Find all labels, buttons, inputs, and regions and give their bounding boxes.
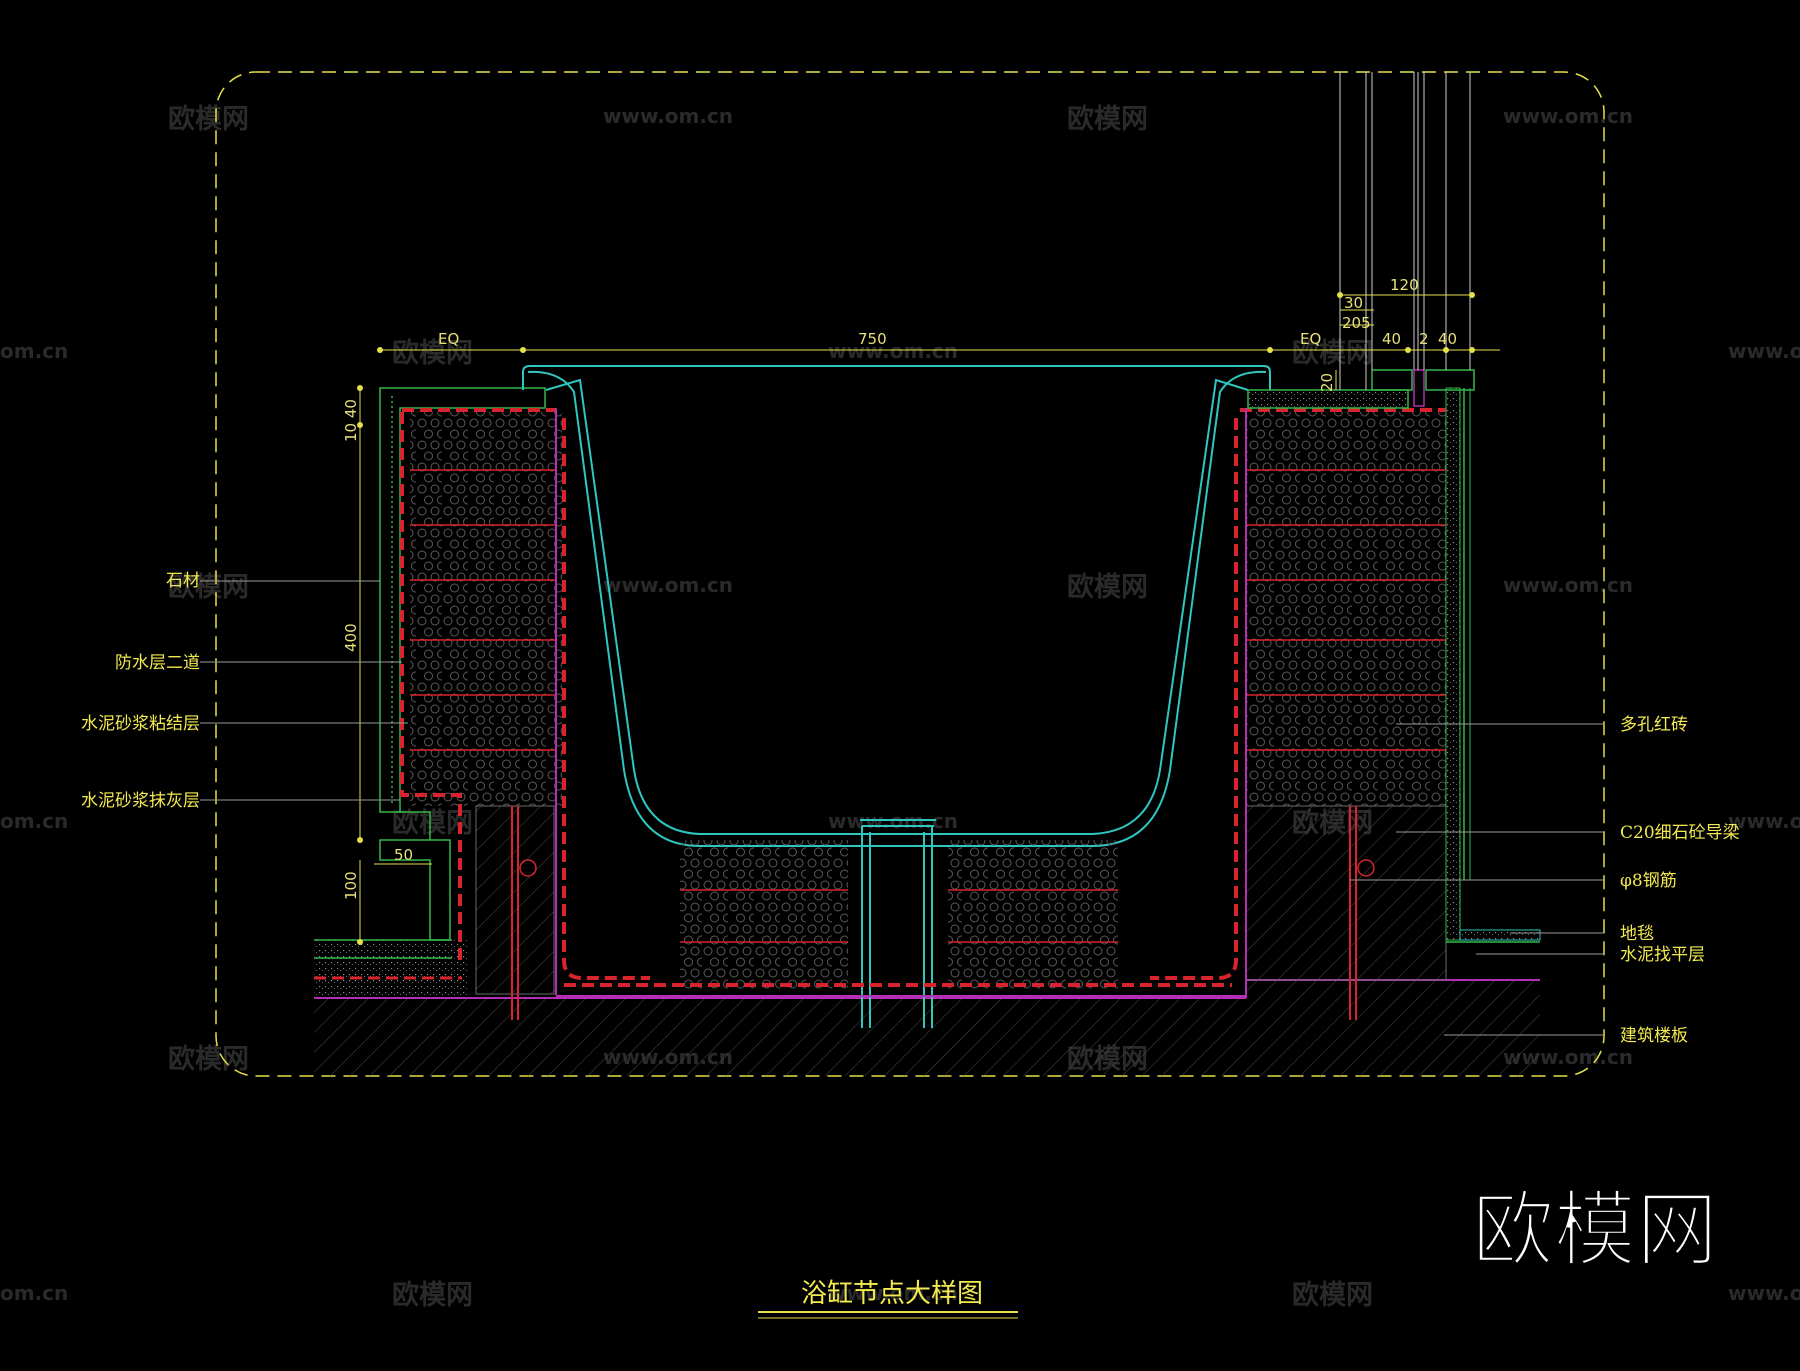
label-waterproof: 防水层二道	[115, 653, 200, 673]
drawing-title-block: 浴缸节点大样图	[758, 1279, 1018, 1319]
dim-20-5: 205	[1342, 314, 1371, 332]
right-annotations: 多孔红砖 C20细石砼导梁 φ8钢筋 地毯 水泥找平层 建筑楼板	[1350, 715, 1740, 1046]
right-top-ledge	[1247, 72, 1475, 409]
left-annotations: 石材 防水层二道 水泥砂浆粘结层 水泥砂浆抹灰层	[81, 571, 408, 811]
label-slab: 建筑楼板	[1620, 1026, 1688, 1046]
watermark-brand: 欧模网	[1292, 1280, 1373, 1311]
watermark-url: www.om.cn	[828, 339, 958, 363]
watermark-url: www.om.cn	[1728, 1281, 1800, 1305]
label-mortar-plaster: 水泥砂浆抹灰层	[81, 791, 200, 811]
watermark-brand: 欧模网	[168, 104, 249, 135]
watermark-url: www.om.cn	[1503, 104, 1633, 128]
watermark-url: www.om.cn	[1728, 809, 1800, 833]
brand-logo: 欧模网	[1472, 1183, 1718, 1278]
dim-50: 50	[394, 846, 413, 864]
watermark-url: www.om.cn	[828, 1281, 958, 1305]
dim-100: 100	[342, 871, 360, 900]
dim-2: 2	[1419, 330, 1429, 348]
dim-40-b: 40	[1438, 330, 1457, 348]
label-carpet: 地毯	[1620, 924, 1654, 944]
watermark-brand: 欧模网	[392, 1280, 473, 1311]
watermark-url: www.om.cn	[1728, 339, 1800, 363]
dim-20: 20	[1318, 373, 1336, 392]
bathtub-shell	[522, 365, 1271, 1028]
right-floor-layers	[1446, 929, 1541, 943]
dim-eq-left: EQ	[438, 330, 459, 348]
drawing-title: 浴缸节点大样图	[801, 1279, 983, 1309]
bottom-brick-support	[556, 840, 1246, 997]
dim-120: 120	[1390, 276, 1419, 294]
watermark-brand: 欧模网	[392, 338, 473, 369]
dim-400: 400	[342, 623, 360, 652]
watermark-url: om.cn	[0, 1281, 68, 1305]
label-rebar: φ8钢筋	[1620, 871, 1677, 891]
dim-30: 30	[1344, 294, 1363, 312]
detail-frame	[215, 71, 1605, 1077]
watermarks: 欧模网 www.om.cn 欧模网 www.om.cn om.cn 欧模网 ww…	[0, 104, 1800, 1311]
label-screed: 水泥找平层	[1620, 945, 1705, 965]
watermark-brand: 欧模网	[1292, 338, 1373, 369]
label-beam: C20细石砼导梁	[1620, 823, 1740, 843]
dim-10-40: 10 40	[342, 399, 360, 442]
left-floor-layers	[314, 939, 469, 998]
label-stone: 石材	[166, 571, 200, 591]
label-brick: 多孔红砖	[1620, 715, 1688, 735]
left-stone-cladding	[379, 387, 546, 941]
label-mortar-bond: 水泥砂浆粘结层	[81, 714, 200, 734]
watermark-url: om.cn	[0, 339, 68, 363]
dim-bathtub-width: 750	[858, 330, 887, 348]
left-brick-wall	[400, 408, 650, 1020]
dim-eq-right: EQ	[1300, 330, 1321, 348]
watermark-brand: 欧模网	[1067, 572, 1148, 603]
dim-40-a: 40	[1382, 330, 1401, 348]
right-brick-wall	[1150, 387, 1471, 1020]
dimension-texts: EQ 750 EQ 120 30 205 40 2 40 20 10 40 40…	[342, 276, 1457, 900]
dimension-lines	[357, 292, 1500, 945]
watermark-brand: 欧模网	[1067, 104, 1148, 135]
watermark-url: om.cn	[0, 809, 68, 833]
watermark-url: www.om.cn	[603, 104, 733, 128]
watermark-brand: 欧模网	[168, 572, 249, 603]
watermark-url: www.om.cn	[1503, 573, 1633, 597]
watermark-url: www.om.cn	[603, 573, 733, 597]
